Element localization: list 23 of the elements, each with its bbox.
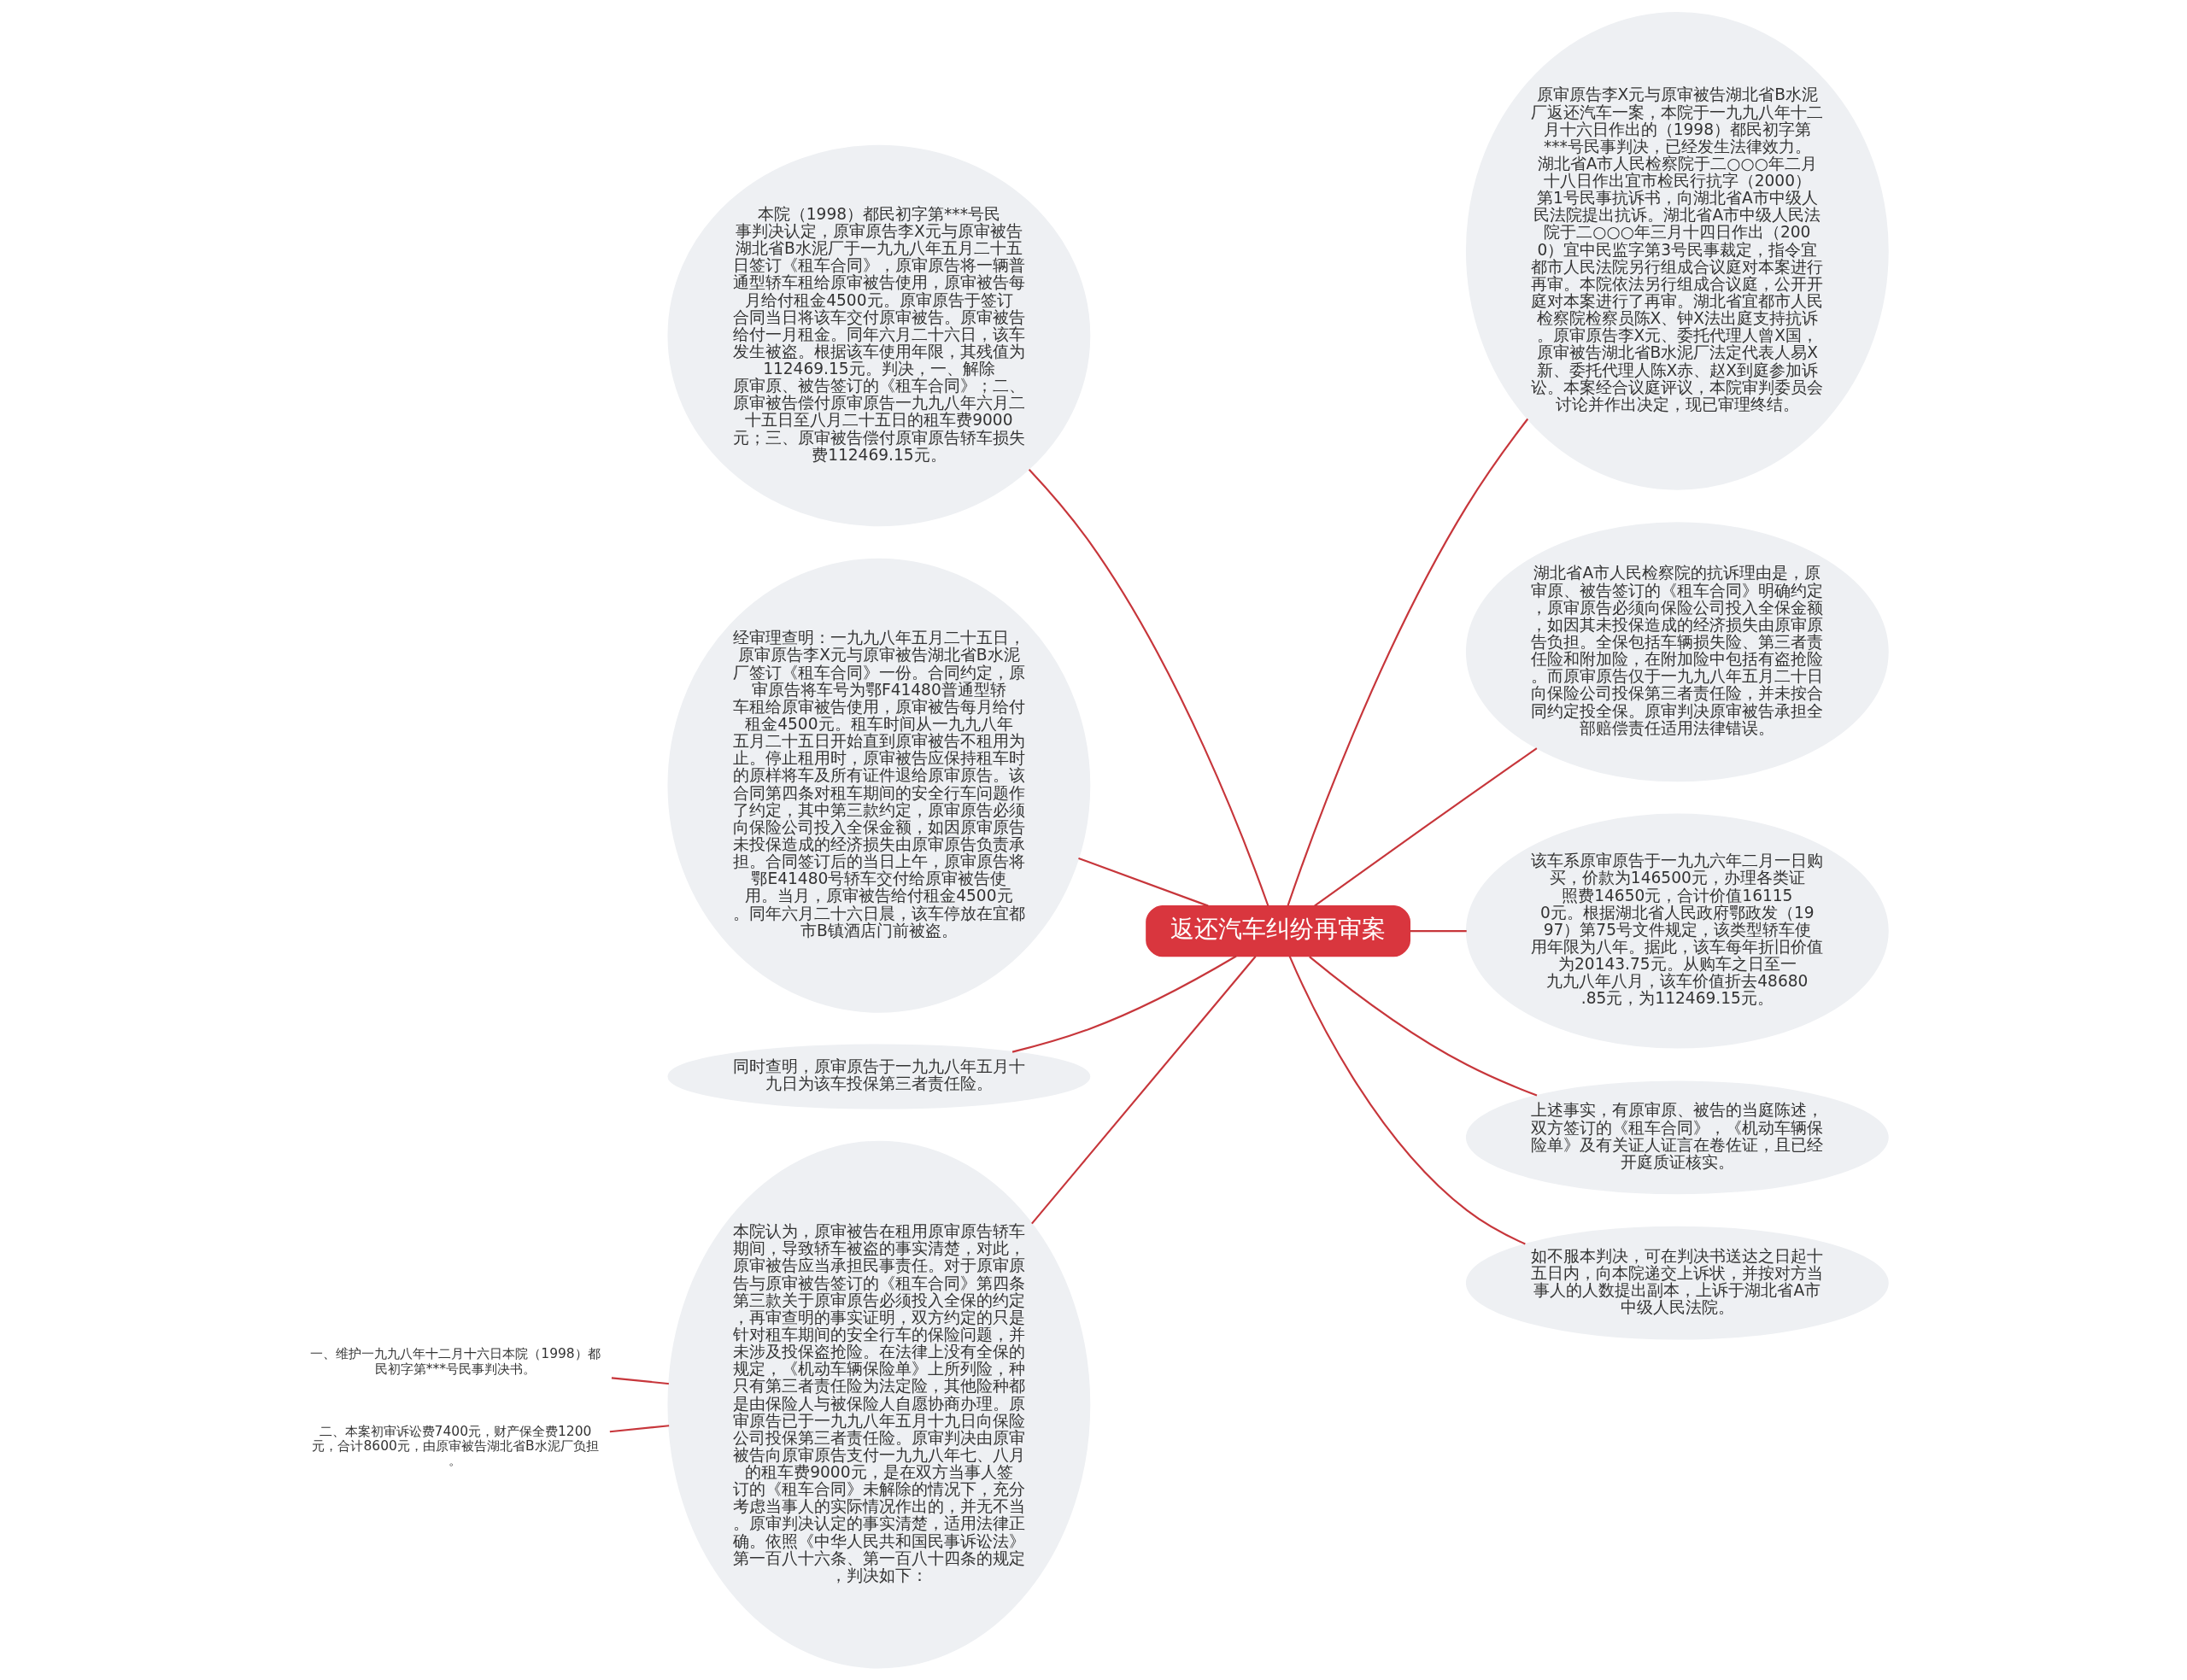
node-ellipse: 上述事实，有原审原、被告的当庭陈述，双方签订的《租车合同》，《机动车辆保险单》及有关证人证言在卷佐证，且已经开庭质证核实。 [1465, 1080, 1889, 1195]
connector [1287, 418, 1529, 906]
connector [1410, 930, 1467, 933]
connector [1028, 469, 1269, 906]
node-box: 返还汽车纠纷再审案 [1146, 904, 1411, 957]
connector [1309, 956, 1538, 1097]
connector [1078, 857, 1209, 907]
node-text: 一、维护一九九八年十二月十六日本院（1998）都民初字第***号民事判决书。 [310, 1346, 601, 1377]
node-ellipse: 该车系原审原告于一九九六年二月一日购买，价款为146500元，办理各类证照费14650元，合计价值161150元。根据湖北省人民政府鄂政发（1997）第75号文件规定，该类型轿车使用年限为八年。据此，该车每年折旧价值为20143.75元。从购车之日至一九九八年八月，该车价值折去48680.85元，为112469.15元。 [1465, 813, 1889, 1049]
node-circle: 经审理查明：一九九八年五月二十五日，原审原告李X元与原审被告湖北省B水泥厂签订《租车合同》一份。合同约定，原审原告将车号为鄂F41480普通型轿车租给原审被告使用，原审被告每月给付租金4500元。租车时间从一九九八年五月二十五日开始直到原审被告不租用为止。停止租用时，原审被告应保持租车时的原样将车及所有证件退给原审原告。该合同第四条对租车期间的安全行车问题作了约定，其中第三款约定，原审原告必须向保险公司投入全保金额，如因原审原告未投保造成的经济损失由原审原告负责承担。合同签订后的当日上午，原审原告将鄂E41480号轿车交付给原审被告使用。当月，原审被告给付租金4500元。同年六月二十六日晨，该车停放在宜都市B镇酒店门前被盗。 [667, 558, 1091, 1013]
node-ellipse: 同时查明，原审原告于一九九八年五月十九日为该车投保第三者责任险。 [667, 1044, 1091, 1109]
node-text: 二、本案初审诉讼费7400元，财产保全费1200元，合计8600元，由原审被告湖北省B水泥厂负担。 [312, 1424, 599, 1469]
connector [611, 1377, 669, 1385]
node-ellipse: 原审原告李X元与原审被告湖北省B水泥厂返还汽车一案，本院于一九九八年十二月十六日作出的（1998）都民初字第***号民事判决，已经发生法律效力。湖北省A市人民检察院于二○○○年二月十八日作出宜市检民行抗字（2000）第1号民事抗诉书，向湖北省A市中级人民法院提出抗诉。湖北省A市中级人民法院于二○○○年三月十四日作出（2000）宜中民监字第3号民事裁定，指令宜都市人民法院另行组成合议庭对本案进行再审。本院依法另行组成合议庭，公开开庭对本案进行了再审。湖北省宜都市人民检察院检察员陈X、钟X法出庭支持抗诉。原审原告李X元、委托代理人曾X国，原审被告湖北省B水泥厂法定代表人易X新、委托代理人陈X赤、赵X到庭参加诉讼。本案经合议庭评议，本院审判委员会讨论并作出决定，现已审理终结。 [1465, 12, 1889, 490]
connector [609, 1425, 670, 1433]
connector [1314, 747, 1538, 907]
connector [1011, 955, 1237, 1053]
node-circle: 本院（1998）都民初字第***号民事判决认定，原审原告李X元与原审被告湖北省B水泥厂于一九九八年五月二十五日签订《租车合同》，原审原告将一辆普通型轿车租给原审被告使用，原审被告每月给付租金4500元。原审原告于签订合同当日将该车交付原审被告。原审被告给付一月租金。同年六月二十六日，该车发生被盗。根据该车使用年限，其残值为112469.15元。判决，一、解除原审原、被告签订的《租车合同》；二、原审被告偿付原审原告一九九八年六月二十五日至八月二十五日的租车费9000元；三、原审被告偿付原审原告轿车损失费112469.15元。 [667, 144, 1091, 527]
node-ellipse: 湖北省A市人民检察院的抗诉理由是，原审原、被告签订的《租车合同》明确约定，原审原告必须向保险公司投入全保金额，如因其未投保造成的经济损失由原审原告负担。全保包括车辆损失险、第三者责任险和附加险，在附加险中包括有盗抢险。而原审原告仅于一九九八年五月二十日向保险公司投保第三者责任险，并未按合同约定投全保。原审判决原审被告承担全部赔偿责任适用法律错误。 [1465, 522, 1889, 782]
connector [1288, 956, 1526, 1245]
node-ellipse: 如不服本判决，可在判决书送达之日起十五日内，向本院递交上诉状，并按对方当事人的人数提出副本，上诉于湖北省A市中级人民法院。 [1465, 1226, 1889, 1340]
node-ellipse: 本院认为，原审被告在租用原审原告轿车期间，导致轿车被盗的事实清楚，对此，原审被告应当承担民事责任。对于原审原告与原审被告签订的《租车合同》第四条第三款关于原审原告必须投入全保的约定，再审查明的事实证明，双方约定的只是针对租车期间的安全行车的保险问题，并未涉及投保盗抢险。在法律上没有全保的规定，《机动车辆保险单》上所列险，种只有第三者责任险为法定险，其他险种都是由保险人与被保险人自愿协商办理。原审原告已于一九九八年五月十九日向保险公司投保第三者责任险。原审判决由原审被告向原审原告支付一九九八年七、八月的租车费9000元，是在双方当事人签订的《租车合同》未解除的情况下，充分考虑当事人的实际情况作出的，并无不当。原审判决认定的事实清楚，适用法律正确。依照《中华人民共和国民事诉讼法》第一百八十六条、第一百八十四条的规定，判决如下： [667, 1140, 1091, 1669]
connector [1031, 956, 1257, 1225]
